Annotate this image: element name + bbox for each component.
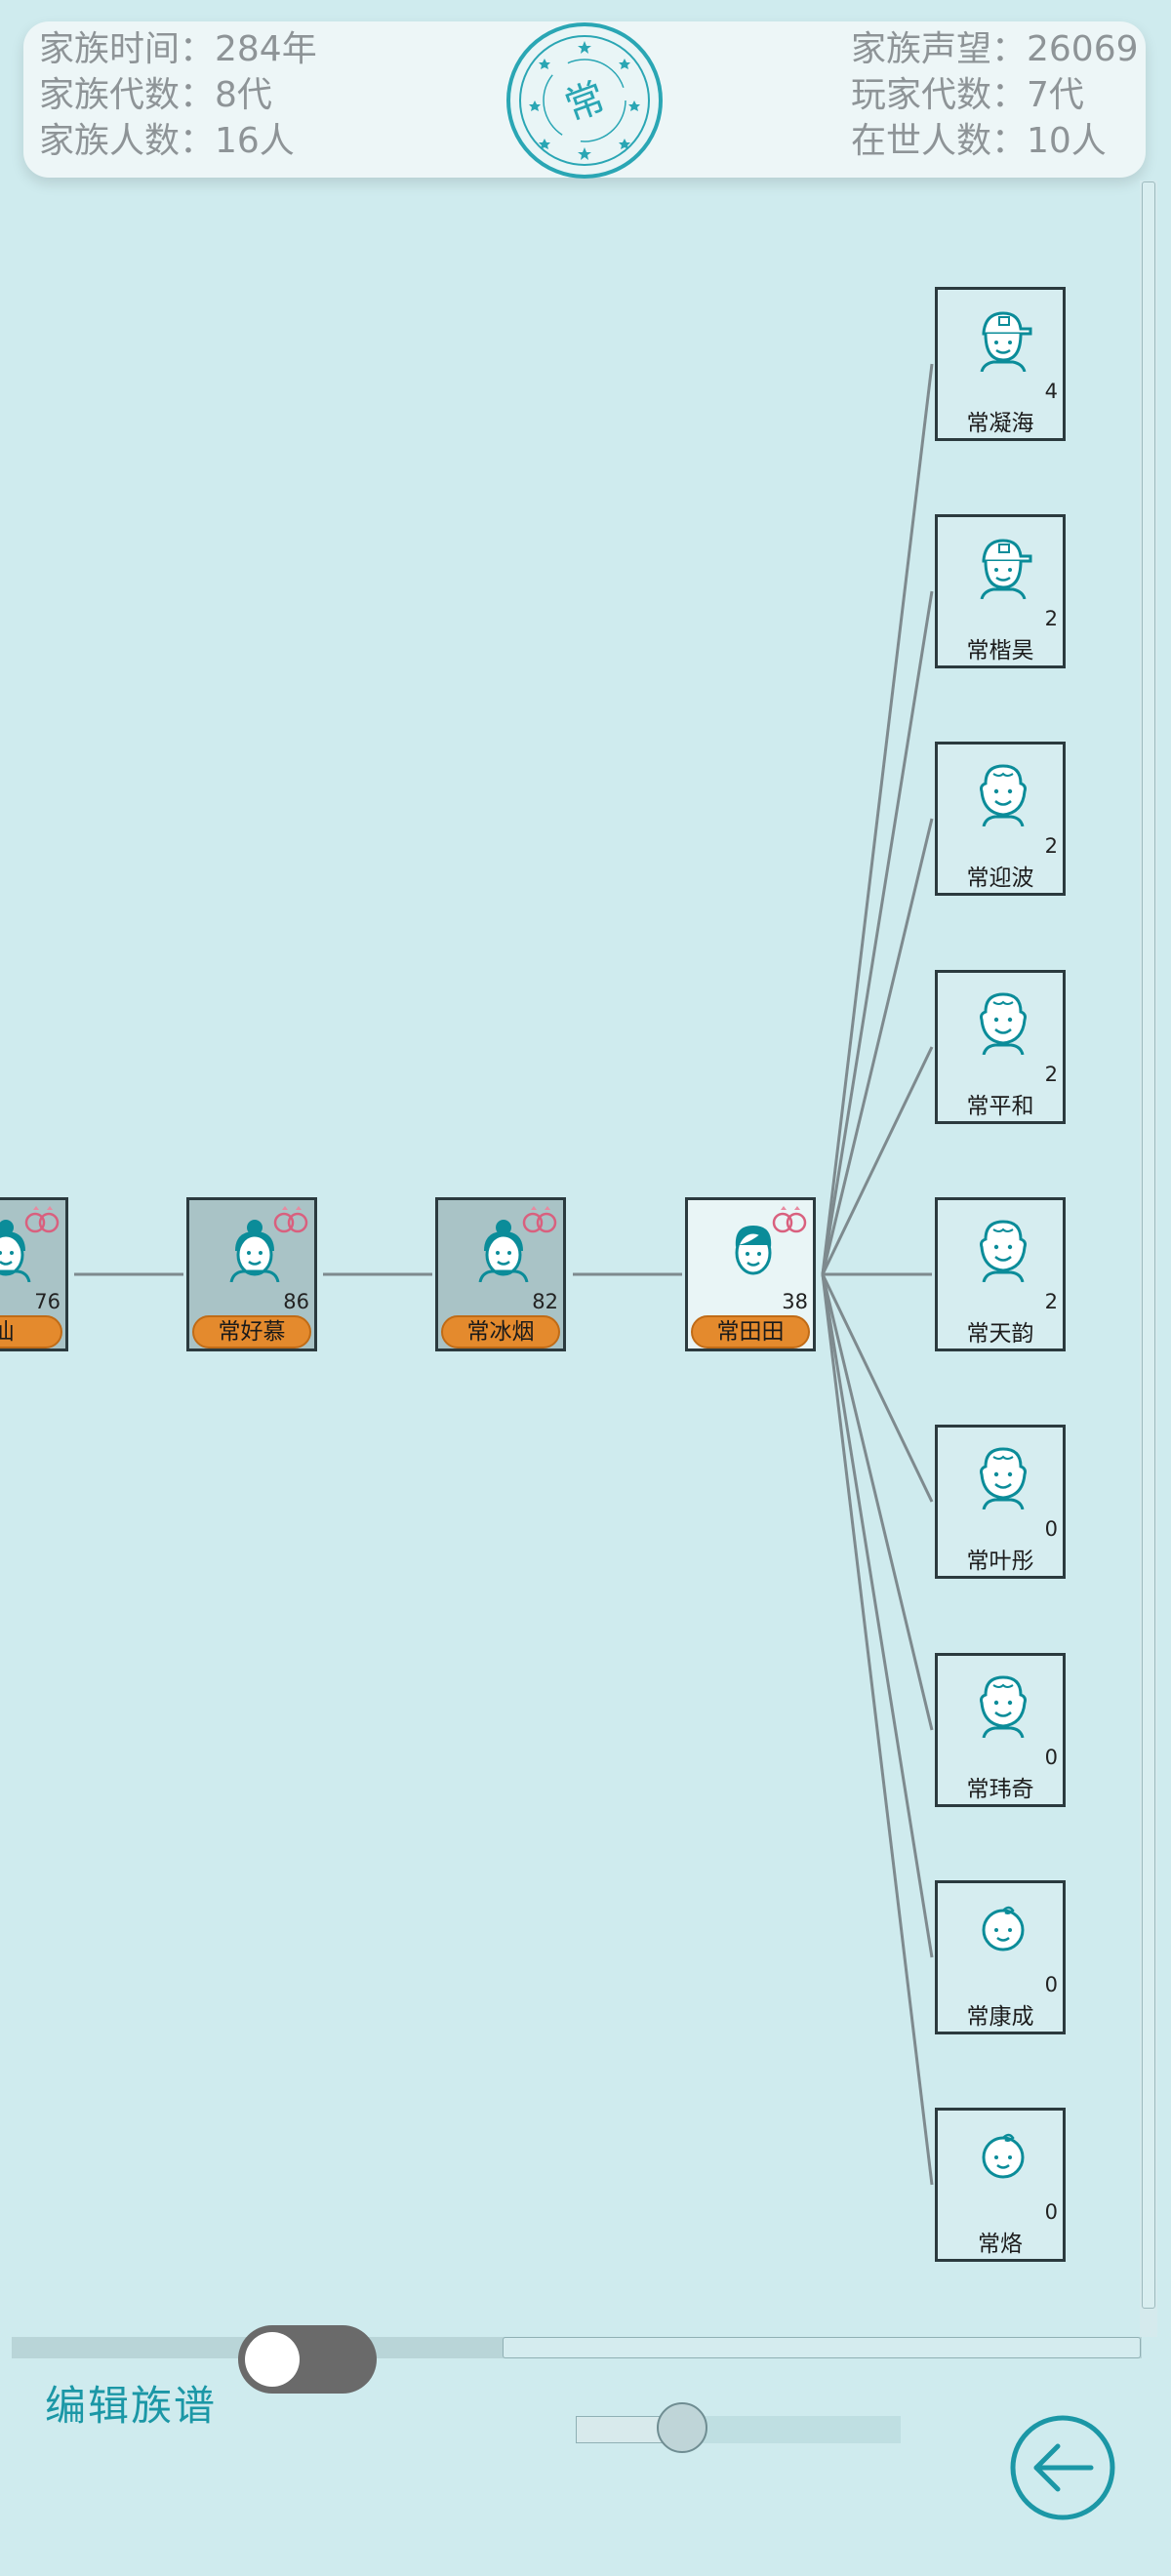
married-rings-icon — [273, 1206, 308, 1233]
baby-icon — [980, 992, 1027, 1055]
child-card[interactable]: 2 常楷昊 — [935, 514, 1066, 668]
baby-icon — [980, 1447, 1027, 1509]
child-name: 常康成 — [966, 2004, 1034, 2030]
married-rings-icon — [522, 1206, 557, 1233]
tree-connection-lines — [74, 363, 934, 2186]
child-name: 常玮奇 — [966, 1777, 1034, 1802]
married-rings-icon — [772, 1206, 807, 1233]
family-time: 家族时间：284年 — [39, 29, 317, 69]
child-card[interactable]: 2 常天韵 — [935, 1197, 1066, 1351]
infant-icon — [982, 1906, 1025, 1952]
man-avatar-icon — [735, 1226, 772, 1275]
child-age: 0 — [1044, 2200, 1058, 2224]
child-name: 常迎波 — [966, 865, 1034, 891]
infant-icon — [982, 2133, 1025, 2179]
vertical-scrollbar-thumb[interactable] — [1142, 181, 1155, 2309]
back-arrow-icon[interactable] — [1009, 2414, 1116, 2521]
baby-icon — [980, 1220, 1027, 1282]
member-name-plate: 常田田 — [691, 1315, 810, 1348]
child-card[interactable]: 0 常康成 — [935, 1880, 1066, 2034]
member-name: 常冰烟 — [466, 1319, 535, 1345]
member-name-plate: 常好慕 — [192, 1315, 311, 1348]
member-age: 82 — [532, 1290, 558, 1313]
boy-cap-icon — [980, 311, 1032, 372]
member-name: 仙 — [0, 1319, 15, 1345]
child-name: 常凝海 — [966, 411, 1034, 436]
child-name: 常天韵 — [966, 1321, 1034, 1347]
child-age: 0 — [1044, 1973, 1058, 1996]
child-card[interactable]: 0 常玮奇 — [935, 1653, 1066, 1807]
child-card[interactable]: 0 常烙 — [935, 2108, 1066, 2262]
family-member-card[interactable]: 86 常好慕 — [186, 1197, 317, 1351]
edit-family-tree-toggle[interactable] — [238, 2325, 377, 2394]
woman-avatar-icon — [478, 1220, 529, 1282]
zoom-slider-handle[interactable] — [657, 2402, 707, 2453]
family-members: 家族人数：16人 — [39, 121, 295, 161]
child-age: 2 — [1044, 834, 1058, 858]
child-age: 0 — [1044, 1746, 1058, 1769]
living-members: 在世人数：10人 — [851, 121, 1107, 161]
child-card[interactable]: 2 常迎波 — [935, 742, 1066, 896]
boy-cap-icon — [980, 539, 1032, 599]
toggle-knob — [245, 2332, 300, 2387]
married-rings-icon — [24, 1206, 60, 1233]
child-card[interactable]: 0 常叶彤 — [935, 1425, 1066, 1579]
member-name-plate: 常冰烟 — [441, 1315, 560, 1348]
horizontal-scrollbar-thumb[interactable] — [503, 2337, 1141, 2358]
child-card[interactable]: 2 常平和 — [935, 970, 1066, 1124]
member-age: 76 — [34, 1290, 61, 1313]
family-stats-header: 家族时间：284年 家族代数：8代 家族人数：16人 家族声望：26069 玩家… — [23, 21, 1146, 179]
family-tree-canvas[interactable]: 76 仙 86 常好慕 82 常冰烟 38 常田田 4 常凝海 2 常楷昊 2 … — [0, 181, 1137, 2313]
family-prestige: 家族声望：26069 — [851, 29, 1139, 69]
child-name: 常平和 — [966, 1094, 1034, 1119]
child-age: 2 — [1044, 1290, 1058, 1313]
member-name: 常田田 — [716, 1319, 785, 1345]
member-name: 常好慕 — [218, 1319, 286, 1345]
child-name: 常叶彤 — [966, 1549, 1034, 1574]
family-generations: 家族代数：8代 — [39, 75, 272, 115]
member-age: 38 — [782, 1290, 808, 1313]
family-member-card[interactable]: 76 仙 — [0, 1197, 68, 1351]
edit-family-tree-label: 编辑族谱 — [45, 2382, 218, 2430]
baby-icon — [980, 764, 1027, 826]
member-age: 86 — [283, 1290, 309, 1313]
baby-icon — [980, 1675, 1027, 1738]
player-generations: 玩家代数：7代 — [851, 75, 1084, 115]
child-age: 0 — [1044, 1517, 1058, 1541]
family-member-card-current[interactable]: 38 常田田 — [685, 1197, 816, 1351]
child-card[interactable]: 4 常凝海 — [935, 287, 1066, 441]
child-name: 常烙 — [978, 2232, 1023, 2257]
woman-avatar-icon — [229, 1220, 280, 1282]
child-name: 常楷昊 — [966, 638, 1034, 664]
member-name-plate: 仙 — [0, 1315, 62, 1348]
child-age: 2 — [1044, 1063, 1058, 1086]
family-seal-icon: 常 — [506, 22, 663, 179]
child-age: 4 — [1044, 380, 1058, 403]
family-member-card[interactable]: 82 常冰烟 — [435, 1197, 566, 1351]
child-age: 2 — [1044, 607, 1058, 630]
woman-avatar-icon — [0, 1220, 31, 1282]
